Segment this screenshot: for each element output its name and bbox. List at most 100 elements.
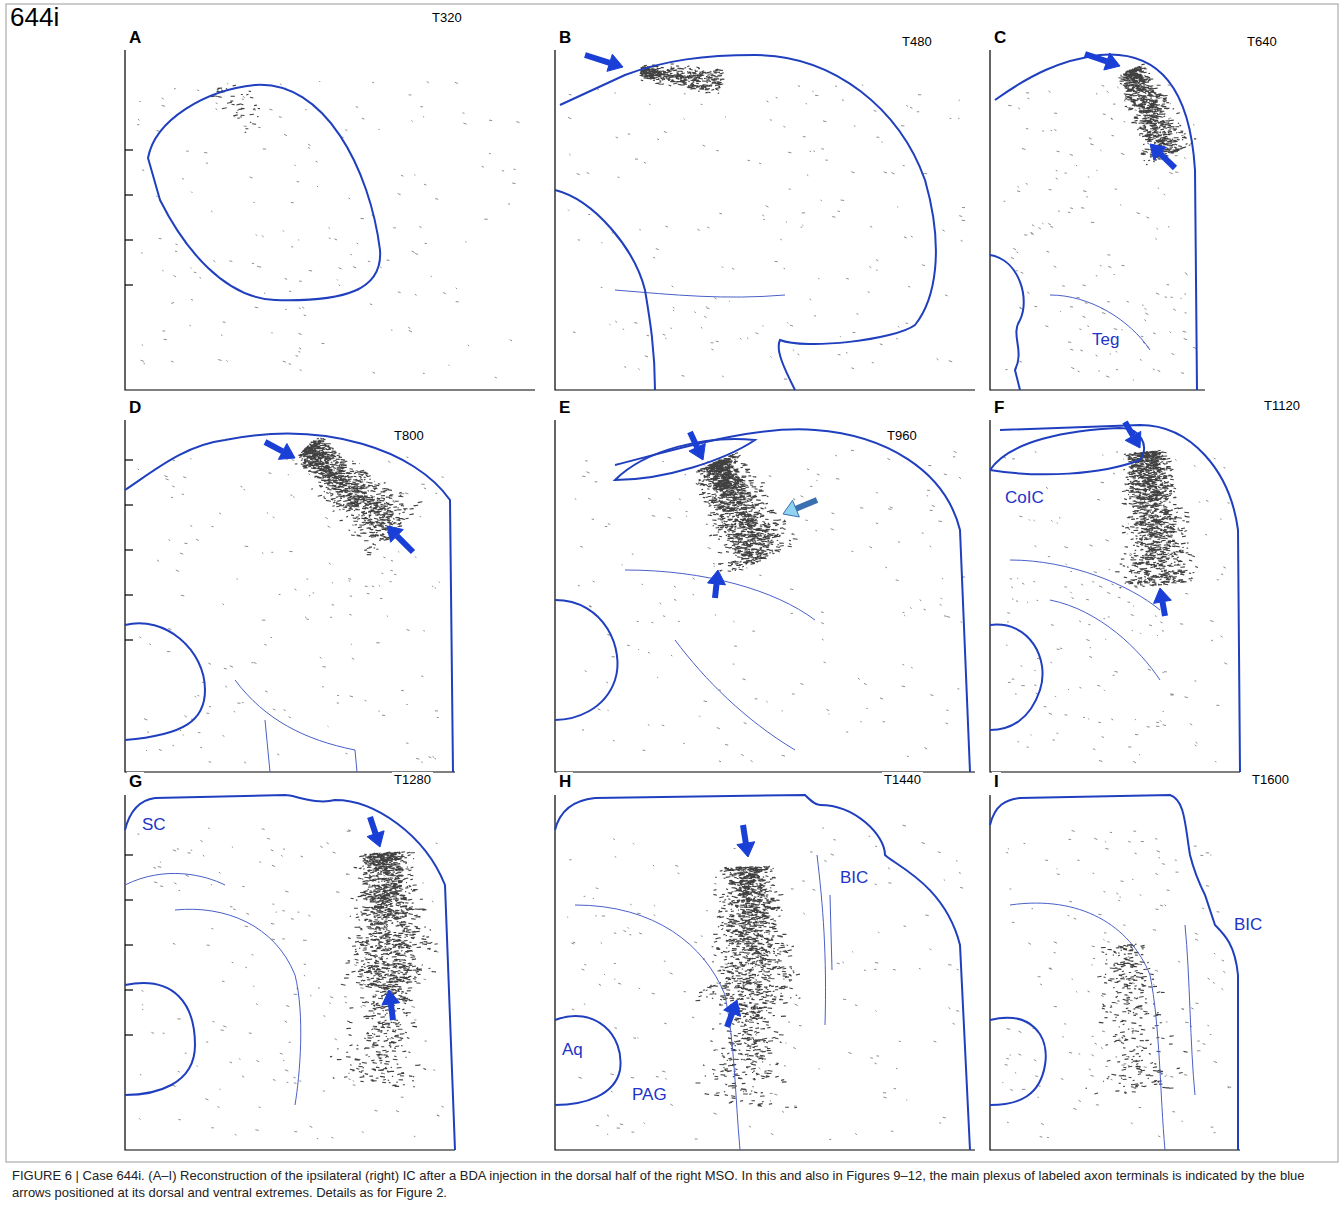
- region-boundary: [615, 290, 785, 297]
- axis-tick: [125, 594, 133, 595]
- marker-arrow-head: [708, 570, 726, 585]
- terminal-plexus: [696, 453, 798, 572]
- region-boundary: [1185, 925, 1195, 1095]
- marker-arrow-head: [737, 842, 755, 857]
- panel-axis: [990, 50, 1205, 390]
- marker-arrow-head: [367, 831, 384, 847]
- panel-axis: [990, 420, 1240, 772]
- axis-tick: [125, 194, 133, 195]
- panel-letter: E: [557, 398, 572, 418]
- marker-arrow-head: [1125, 431, 1141, 448]
- panel-axis: [125, 795, 455, 1150]
- marker-arrow-shaft: [690, 432, 697, 447]
- panel-letter: G: [127, 772, 144, 792]
- region-boundary: [1050, 600, 1160, 680]
- panel-axis: [125, 420, 455, 772]
- region-boundary: [125, 873, 225, 885]
- region-boundary: [830, 895, 832, 970]
- figure-caption: FIGURE 6 | Case 644i. (A–I) Reconstructi…: [12, 1168, 1330, 1202]
- section-outline: [990, 795, 1238, 1150]
- section-outline: [125, 983, 195, 1095]
- region-label: SC: [140, 815, 168, 835]
- section-panel: [125, 50, 535, 390]
- panel-letter: D: [127, 398, 143, 418]
- marker-arrow-shaft: [743, 825, 746, 843]
- section-outline: [125, 434, 453, 772]
- terminal-plexus: [1115, 450, 1198, 588]
- section-outline: [990, 428, 1144, 474]
- case-title: 644i: [8, 2, 61, 33]
- section-outline: [990, 255, 1024, 390]
- axis-tick: [125, 504, 133, 505]
- section-number: T800: [392, 428, 426, 443]
- region-label: BIC: [1232, 915, 1264, 935]
- axis-tick: [125, 854, 133, 855]
- section-number: T640: [1245, 34, 1279, 49]
- marker-arrow-shaft: [1125, 422, 1133, 436]
- section-number: T960: [885, 428, 919, 443]
- section-number: T320: [430, 10, 464, 25]
- marker-arrow-shaft: [715, 584, 717, 598]
- region-boundary: [817, 855, 826, 1025]
- region-label: BIC: [838, 868, 870, 888]
- section-panel: [125, 795, 455, 1150]
- region-boundary: [265, 720, 270, 772]
- panel-letter: A: [127, 28, 143, 48]
- section-outline: [990, 1018, 1046, 1105]
- sparse-label: [568, 85, 965, 379]
- section-outline: [615, 439, 755, 480]
- section-number: T480: [900, 34, 934, 49]
- sparse-label: [138, 828, 444, 1139]
- marker-arrow-shaft: [1162, 602, 1165, 616]
- marker-arrow-head: [607, 54, 623, 71]
- panel-axis: [555, 420, 975, 772]
- sparse-label: [575, 450, 965, 762]
- section-outline: [148, 85, 380, 300]
- section-panel: [990, 50, 1205, 390]
- section-panel: [990, 420, 1240, 772]
- marker-arrow-shaft: [796, 500, 817, 509]
- marker-arrow-head: [689, 444, 705, 460]
- section-outline: [125, 623, 205, 740]
- marker-arrow-shaft: [1160, 154, 1175, 168]
- marker-arrow-head: [387, 526, 403, 542]
- panel-axis: [555, 795, 975, 1150]
- section-outline: [125, 795, 455, 1150]
- sparse-label: [567, 825, 963, 1139]
- section-outline: [560, 55, 936, 390]
- section-outline: [1000, 425, 1240, 772]
- marker-arrow-head: [1150, 144, 1166, 160]
- region-boundary: [1050, 295, 1150, 350]
- axis-tick: [125, 944, 133, 945]
- region-boundary: [575, 905, 740, 1150]
- marker-arrow-shaft: [585, 55, 610, 63]
- axis-tick: [125, 1034, 133, 1035]
- section-outline: [555, 795, 970, 1150]
- section-outline: [555, 1016, 621, 1105]
- figure-frame: [6, 4, 1338, 1162]
- terminal-plexus: [330, 852, 438, 1087]
- terminal-plexus: [295, 438, 423, 555]
- panel-letter: B: [557, 28, 573, 48]
- region-label: CoIC: [1003, 488, 1046, 508]
- panel-letter: I: [992, 772, 1001, 792]
- marker-arrow-head: [278, 443, 295, 459]
- sparse-label: [1004, 85, 1197, 380]
- region-boundary: [625, 570, 815, 620]
- panel-axis: [125, 50, 535, 390]
- section-outline: [990, 625, 1043, 730]
- marker-arrow-shaft: [727, 1013, 732, 1027]
- panel-letter: C: [992, 28, 1008, 48]
- section-number: T1440: [882, 772, 923, 787]
- section-panel: [990, 795, 1240, 1150]
- sparse-label: [1004, 452, 1230, 763]
- section-outline: [555, 600, 618, 720]
- terminal-plexus: [696, 866, 801, 1108]
- region-boundary: [675, 640, 795, 750]
- axis-tick: [125, 239, 133, 240]
- marker-arrow-shaft: [391, 1004, 393, 1020]
- terminal-plexus: [640, 64, 725, 94]
- panel-axis: [990, 795, 1240, 1150]
- marker-arrow-head: [1154, 588, 1172, 603]
